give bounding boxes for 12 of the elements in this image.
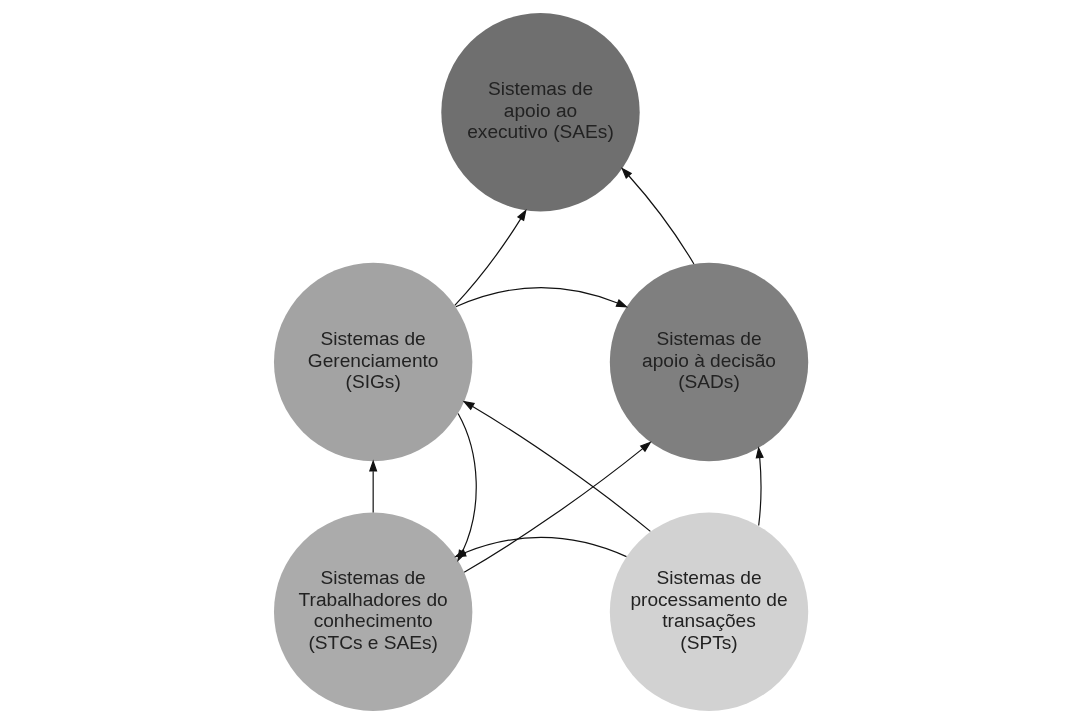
arrow [620,167,694,265]
arrow [368,459,377,514]
arrow [755,446,764,527]
arrow [453,208,527,306]
arrow [454,287,628,308]
node-circle: Sistemas de Gerenciamento (SIGs) [273,262,472,462]
node-circle: Sistemas de apoio ao executivo (SAEs) [440,13,640,212]
arrow [463,441,652,573]
node-circle: Sistemas de Trabalhadores do conhecimento (STCs e SAEs) [273,512,472,711]
arrow [462,400,651,532]
node-circle: Sistemas de processamento de transações (SPTs) [609,512,808,711]
arrow [453,536,627,558]
